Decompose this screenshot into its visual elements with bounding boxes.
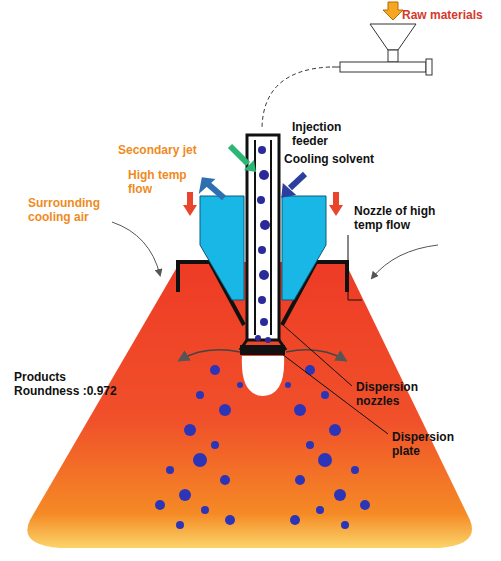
part-label: Dispersion nozzles xyxy=(356,380,438,408)
part-label: Raw materials xyxy=(402,8,497,22)
part-label: Cooling solvent xyxy=(284,152,394,166)
part-label: Secondary jet xyxy=(118,143,228,157)
part-label: Surrounding cooling air xyxy=(28,196,112,224)
part-label: High temp flow xyxy=(128,168,194,196)
part-label: Products Roundness :0.972 xyxy=(14,370,126,398)
part-label: Nozzle of high temp flow xyxy=(354,204,450,232)
part-label: Injection feeder xyxy=(292,120,370,148)
part-label: Dispersion plate xyxy=(392,430,468,458)
